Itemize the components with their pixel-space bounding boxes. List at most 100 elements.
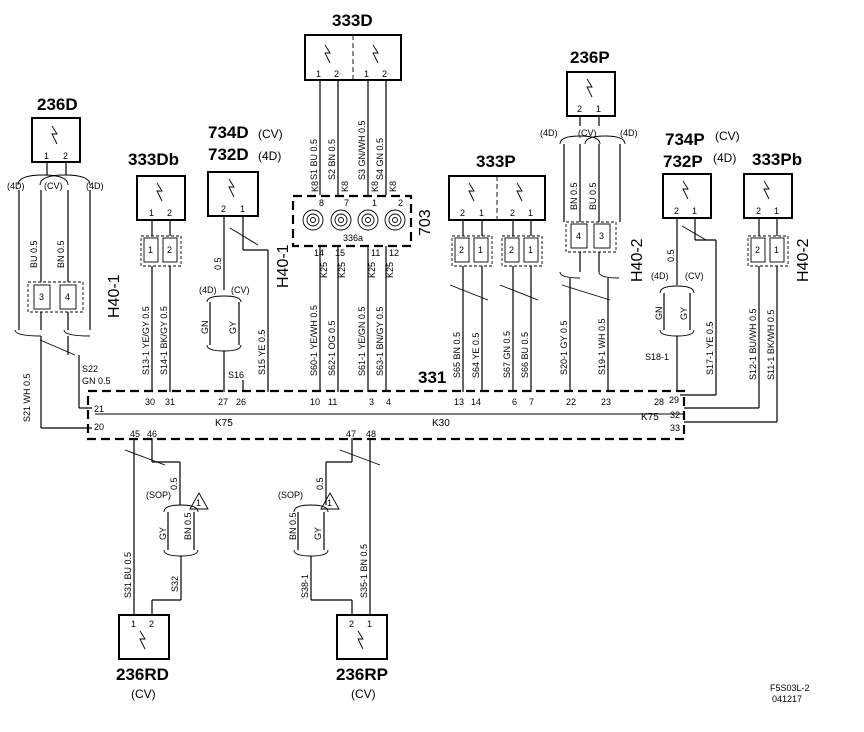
svg-text:S64 YE 0.5: S64 YE 0.5 [471,333,481,378]
component-703: 703 336a 8 7 1 2 14 15 11 12 K25 K25 K25… [291,194,434,392]
svg-text:BU 0.5: BU 0.5 [29,240,39,268]
svg-text:H40-2: H40-2 [629,238,646,282]
svg-text:S60-1 YE/WH 0.5: S60-1 YE/WH 0.5 [309,305,319,376]
svg-text:(4D): (4D) [7,181,25,191]
svg-text:2: 2 [221,204,226,214]
svg-text:(4D): (4D) [620,128,638,138]
svg-text:2: 2 [509,245,514,255]
svg-text:GY: GY [158,527,168,540]
svg-text:336a: 336a [343,233,363,243]
svg-text:2: 2 [398,198,403,208]
svg-text:7: 7 [529,397,534,407]
component-333Pb: 333Pb 2 1 2 1 S12-1 BU/WH 0.5 S11-1 BK/W… [684,150,812,423]
svg-text:13: 13 [454,397,464,407]
svg-text:S22: S22 [82,364,98,374]
svg-text:1: 1 [372,198,377,208]
svg-text:(CV): (CV) [351,687,376,701]
svg-text:0.5: 0.5 [315,477,325,490]
svg-text:S67 GN 0.5: S67 GN 0.5 [502,331,512,378]
svg-text:S18-1: S18-1 [645,352,669,362]
component-236P: 236P 2 1 (4D) (CV) (4D) BN 0.5 BU 0.5 4 … [540,48,646,392]
svg-text:S20-1 GY 0.5: S20-1 GY 0.5 [559,321,569,375]
svg-text:23: 23 [601,397,611,407]
svg-text:K8: K8 [340,181,350,192]
svg-text:0.5: 0.5 [666,249,676,262]
svg-text:2: 2 [756,206,761,216]
svg-text:(CV): (CV) [131,687,156,701]
svg-text:S66 BU 0.5: S66 BU 0.5 [520,332,530,378]
svg-text:S19-1 WH 0.5: S19-1 WH 0.5 [597,318,607,375]
svg-text:S63-1 BN/GY 0.5: S63-1 BN/GY 0.5 [375,307,385,376]
component-236RD: 0.5 (SOP) 1 GY BN 0.5 S31 BU 0.5 S32 1 2… [116,438,209,701]
svg-text:1: 1 [240,204,245,214]
svg-text:0.5: 0.5 [169,477,179,490]
svg-text:31: 31 [165,397,175,407]
svg-text:1: 1 [367,619,372,629]
svg-text:2: 2 [459,245,464,255]
svg-text:GY: GY [313,527,323,540]
component-236RP: 0.5 (SOP) 1 BN 0.5 GY S38-1 S35-1 BN 0.5… [278,438,388,701]
svg-text:2: 2 [510,208,515,218]
svg-text:1: 1 [364,69,369,79]
component-236D: 236D 1 2 (4D) (CV) (4D) BU 0.5 BN 0.5 3 … [7,95,123,429]
svg-text:S3 GN/WH 0.5: S3 GN/WH 0.5 [357,120,367,180]
svg-text:11: 11 [328,397,337,407]
svg-text:S13-1 YE/GY 0.5: S13-1 YE/GY 0.5 [141,306,151,375]
svg-text:K8: K8 [388,181,398,192]
svg-text:48: 48 [366,429,376,439]
svg-text:1: 1 [148,245,153,255]
svg-text:4: 4 [576,231,581,241]
svg-text:26: 26 [236,397,246,407]
svg-text:BN 0.5: BN 0.5 [569,182,579,210]
splice-k75-right: K75 [641,412,659,423]
svg-text:BN 0.5: BN 0.5 [288,512,298,540]
svg-text:1: 1 [131,619,136,629]
svg-text:8: 8 [319,198,324,208]
svg-text:15: 15 [335,248,345,258]
svg-text:GN: GN [654,307,664,321]
svg-text:1: 1 [528,208,533,218]
svg-text:236D: 236D [37,95,78,114]
svg-text:(4D): (4D) [651,271,669,281]
svg-text:1: 1 [327,498,332,508]
svg-text:S11-1 BK/WH 0.5: S11-1 BK/WH 0.5 [766,310,776,380]
svg-text:7: 7 [344,198,349,208]
svg-text:GY: GY [679,307,689,320]
svg-text:2: 2 [334,69,339,79]
svg-text:30: 30 [145,397,155,407]
svg-text:S4 GN 0.5: S4 GN 0.5 [375,138,385,180]
svg-text:S2 BN 0.5: S2 BN 0.5 [327,139,337,180]
svg-text:46: 46 [147,429,157,439]
svg-text:3: 3 [599,231,604,241]
svg-text:1: 1 [528,245,533,255]
svg-text:F5S03L-2: F5S03L-2 [770,683,810,693]
svg-text:1: 1 [774,245,779,255]
svg-text:1: 1 [196,498,201,508]
svg-text:S35-1 BN 0.5: S35-1 BN 0.5 [359,544,369,598]
svg-text:K8: K8 [370,181,380,192]
component-732D: 734D (CV) 732D (4D) 2 1 0.5 H40-1 (4D) (… [199,123,292,392]
component-333P: 333P 2 1 2 1 2 1 2 1 S65 BN 0.5 S64 YE 0… [448,152,546,392]
svg-text:(4D): (4D) [199,285,217,295]
svg-text:S15 YE 0.5: S15 YE 0.5 [257,330,267,375]
svg-text:14: 14 [314,248,324,258]
svg-text:H40-1: H40-1 [275,244,292,288]
svg-text:28: 28 [654,397,664,407]
svg-text:1: 1 [692,206,697,216]
component-333Db: 333Db 1 2 1 2 S13-1 YE/GY 0.5 S14-1 BK/G… [128,150,186,392]
svg-text:27: 27 [218,397,228,407]
svg-text:K8: K8 [310,181,320,192]
svg-text:(4D): (4D) [258,149,281,163]
svg-text:333P: 333P [476,152,516,171]
component-732P: 734P (CV) 732P (4D) 2 1 0.5 (4D) (CV) GN… [645,129,740,396]
svg-text:S31 BU 0.5: S31 BU 0.5 [123,552,133,598]
svg-text:734D: 734D [208,123,249,142]
svg-text:S14-1 BK/GY 0.5: S14-1 BK/GY 0.5 [159,306,169,375]
svg-text:H40-1: H40-1 [106,274,123,318]
svg-text:21: 21 [94,404,104,414]
svg-text:2: 2 [755,245,760,255]
svg-text:GN: GN [200,321,210,335]
svg-text:1: 1 [44,151,49,161]
svg-text:0.5: 0.5 [213,257,223,270]
svg-text:12: 12 [389,248,399,258]
